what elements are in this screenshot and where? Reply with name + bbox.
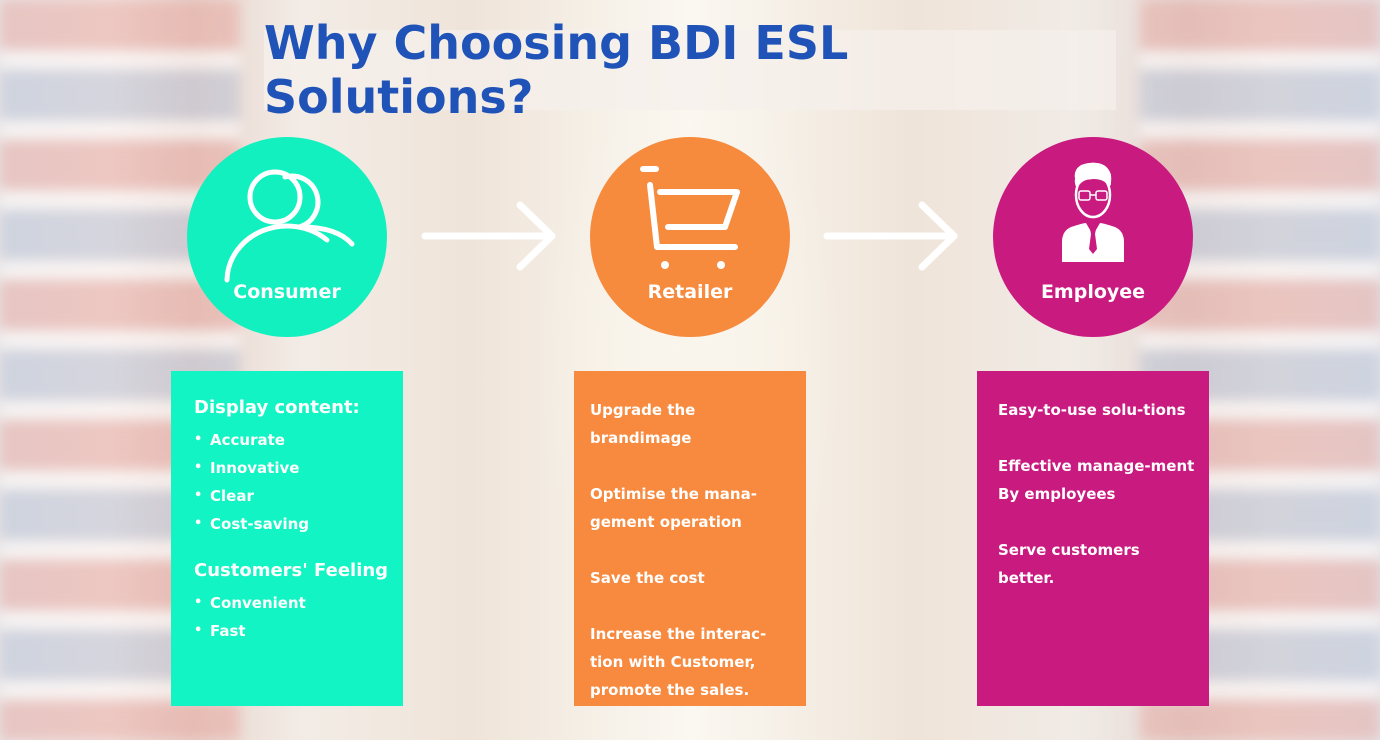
users-icon [224,169,355,283]
employee-benefit: Effective manage-ment By employees [998,457,1195,503]
consumer-panel: Display content: •Accurate •Innovative •… [171,371,403,706]
list-item: •Innovative [194,459,300,477]
employee-label: Employee [1040,281,1146,303]
employee-panel: Easy-to-use solu-tions Effective manage-… [977,371,1209,706]
retailer-benefit: Increase the interac-tion with Customer,… [590,625,767,699]
consumer-circle: Consumer [187,137,387,337]
employee-benefit: Serve customers better. [998,541,1140,587]
retailer-panel: Upgrade the brandimage Optimise the mana… [574,371,806,706]
consumer-label: Consumer [233,281,341,303]
customers-feeling-list: •Convenient •Fast [194,589,403,645]
arrow-right-icon [421,201,556,271]
retailer-benefit: Upgrade the brandimage [590,401,696,447]
retailer-benefit: Optimise the mana-gement operation [590,485,757,531]
list-item: •Convenient [194,594,306,612]
display-content-heading: Display content: [194,397,360,418]
customers-feeling-heading: Customers' Feeling [194,560,389,581]
list-item: •Cost-saving [194,515,310,533]
title-banner: Why Choosing BDI ESL Solutions? [264,16,1116,124]
employee-circle: Employee [993,137,1193,337]
retailer-benefit: Save the cost [590,569,705,587]
list-item: •Accurate [194,431,285,449]
retailer-circle: Retailer [590,137,790,337]
page-title: Why Choosing BDI ESL Solutions? [264,16,849,124]
list-item: •Clear [194,487,254,505]
shopping-cart-icon [640,166,740,269]
businessman-icon [1062,162,1124,262]
arrow-right-icon [823,201,958,271]
employee-benefit: Easy-to-use solu-tions [998,401,1186,419]
list-item: •Fast [194,622,246,640]
retailer-label: Retailer [647,281,733,303]
display-content-list: •Accurate •Innovative •Clear •Cost-savin… [194,426,403,538]
